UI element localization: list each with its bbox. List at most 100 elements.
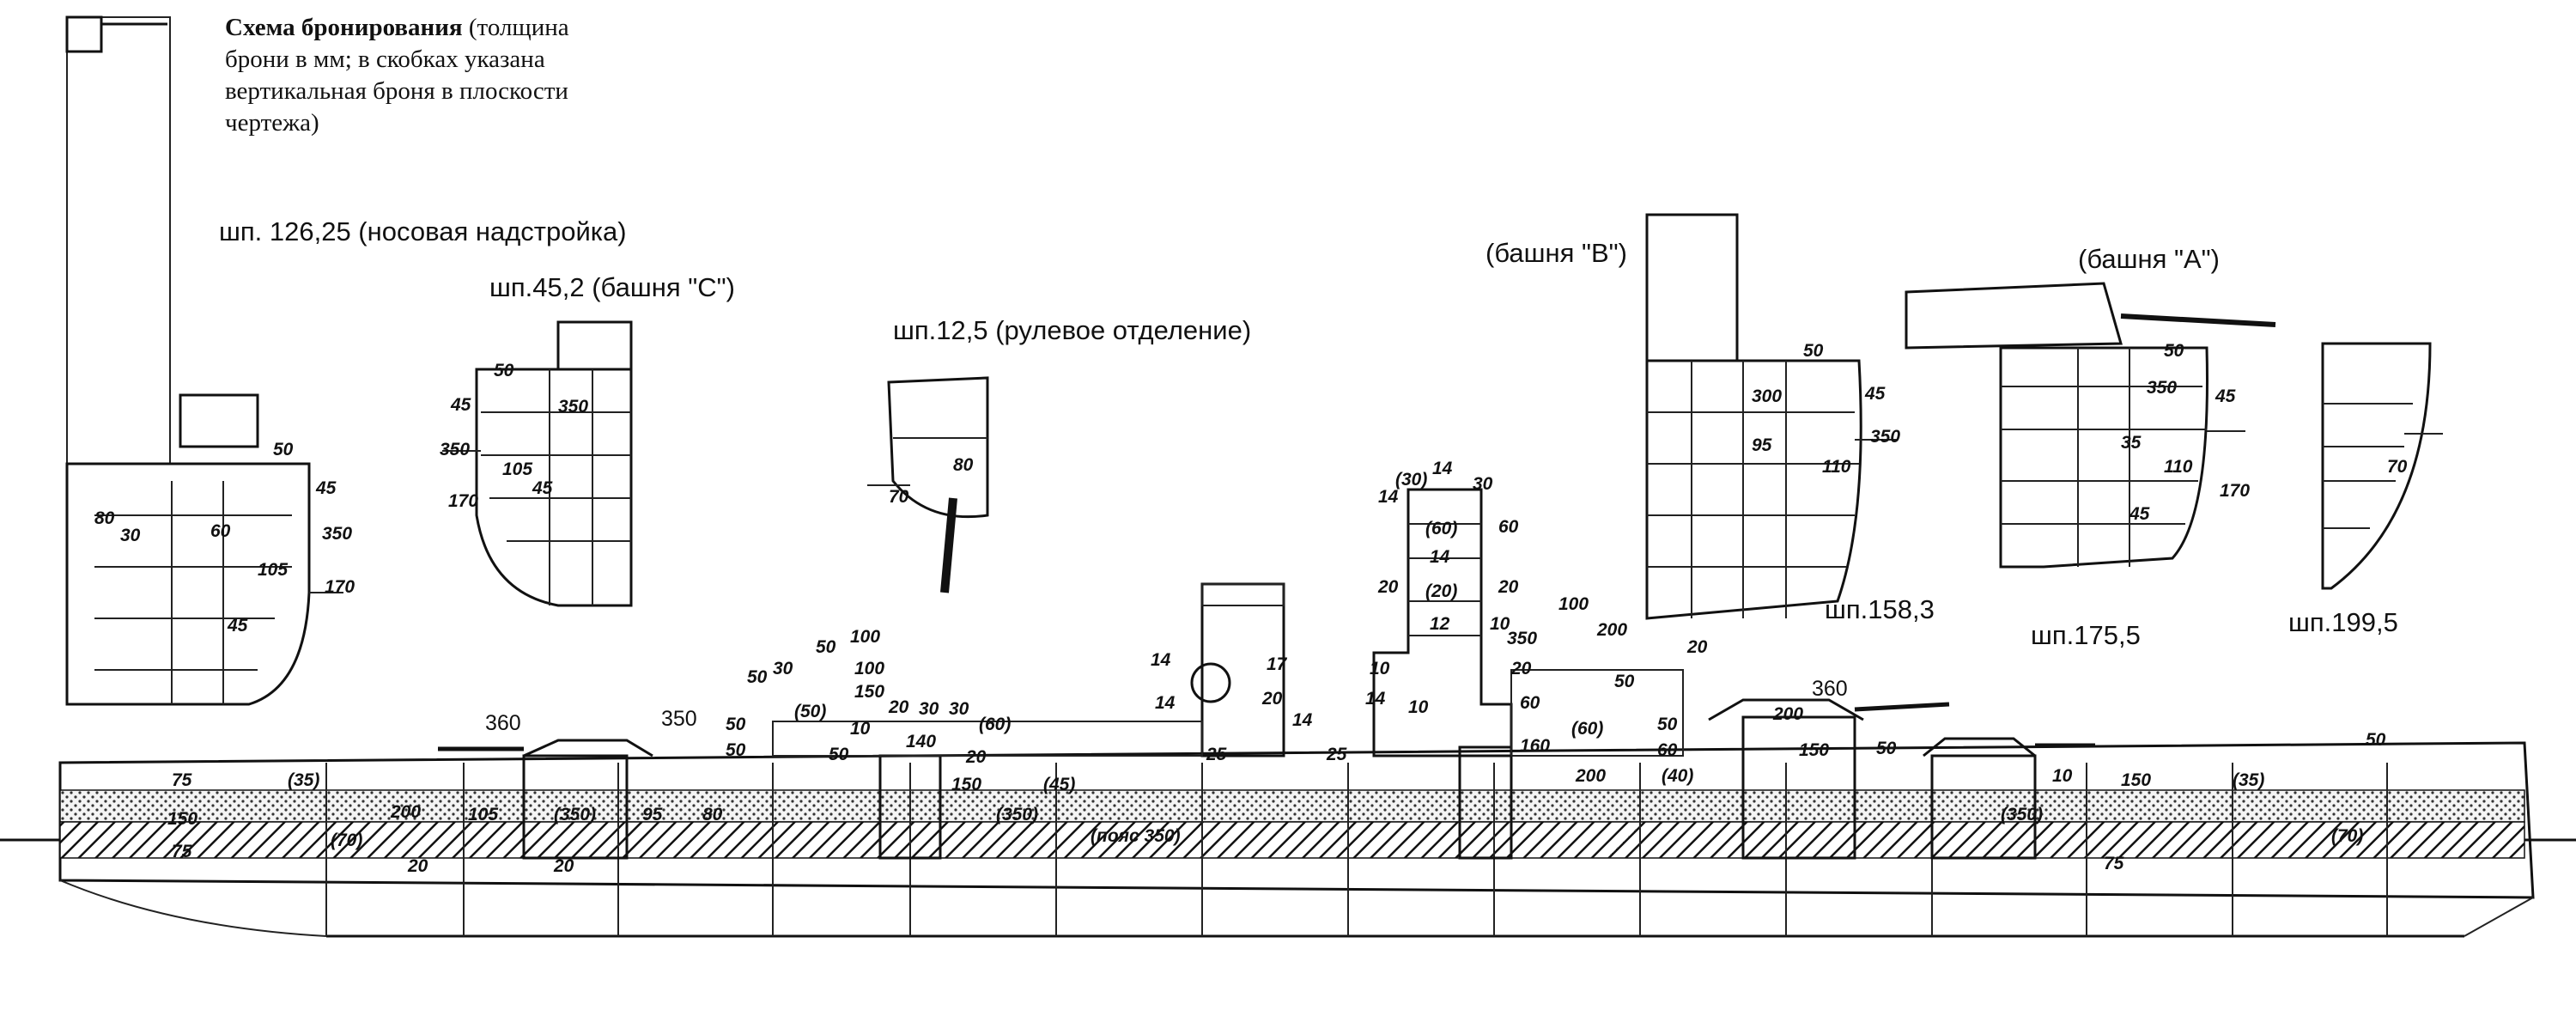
hull-label: 150 xyxy=(951,775,981,794)
s2-armor-label: 45 xyxy=(450,395,471,415)
hull-label: 350 xyxy=(661,707,697,731)
aft-label: 50 xyxy=(816,637,836,657)
tower-label: 60 xyxy=(1498,517,1519,537)
bow-hull-inner xyxy=(94,481,292,704)
turret-b-hull xyxy=(1645,359,1862,620)
s5-armor-label: 110 xyxy=(2164,457,2193,477)
s1-armor-label: 170 xyxy=(325,577,355,597)
hull-label: 105 xyxy=(468,805,498,824)
s5-armor-label: 50 xyxy=(2164,341,2184,361)
s1-armor-label: 45 xyxy=(315,478,337,498)
s5-armor-label: 45 xyxy=(2129,504,2150,524)
turret-a-gunhouse xyxy=(1905,282,2123,350)
tower-label: 200 xyxy=(1596,620,1627,640)
hull-label: (35) xyxy=(288,770,319,790)
section-bow-superstructure: шп. 126,25 (носовая надстройка) 50 45 35… xyxy=(65,15,627,706)
stern-hull-section xyxy=(2321,342,2432,590)
aft-label: (50) xyxy=(794,702,826,721)
hull-label: 75 xyxy=(172,842,192,861)
turret-a-inner xyxy=(2001,348,2207,567)
tower-label: 14 xyxy=(1365,689,1386,709)
s3-armor-label: 70 xyxy=(889,487,909,507)
mast-top xyxy=(65,15,103,53)
section-turret-b: (башня "B") шп.158,3 50 300 45 350 95 11… xyxy=(1485,213,1935,624)
turret-a-barrel xyxy=(2120,313,2276,327)
turret-c-label: шп.45,2 (башня "C") xyxy=(489,272,735,302)
mast-structure xyxy=(66,16,171,465)
caption-title: Схема бронирования xyxy=(225,14,463,41)
hull-label: 360 xyxy=(485,711,521,735)
hull-label: 25 xyxy=(1326,745,1347,764)
hull-label: 200 xyxy=(1575,766,1606,786)
s2-armor-label: 170 xyxy=(448,491,478,511)
hull-label: 95 xyxy=(642,805,663,824)
s4-armor-label: 300 xyxy=(1752,386,1782,406)
barbette-c xyxy=(522,754,629,860)
hull-label: 25 xyxy=(1206,745,1227,764)
tower-label: (30) xyxy=(1395,470,1427,490)
tower-label: 14 xyxy=(1430,547,1450,567)
turret-b-label: (башня "B") xyxy=(1485,238,1627,268)
hull-label: 20 xyxy=(553,856,574,876)
hull-label: 200 xyxy=(1772,704,1803,724)
aft-label: 20 xyxy=(965,747,987,767)
s3-armor-label: 80 xyxy=(953,455,974,475)
s2-armor-label: 45 xyxy=(532,478,553,498)
armor-belt-hatched xyxy=(59,821,2525,859)
tower-label: 20 xyxy=(1686,637,1708,657)
hull-label: (пояс 350) xyxy=(1091,826,1181,846)
s1-armor-label: 350 xyxy=(322,524,352,544)
hull-label: 10 xyxy=(2052,766,2073,786)
hull-label: 80 xyxy=(702,805,723,824)
turret-a-top xyxy=(1923,737,2036,758)
hull-label: (35) xyxy=(2233,770,2264,790)
stern-frame: шп.199,5 xyxy=(2288,607,2398,637)
tower-label: 100 xyxy=(1558,594,1589,614)
section-frame-199: шп.199,5 70 xyxy=(2288,342,2443,637)
hull-label: 160 xyxy=(1520,736,1550,756)
stern-hull-inner xyxy=(2323,403,2413,529)
tower-label: 30 xyxy=(1473,474,1493,494)
tower-label: (20) xyxy=(1425,581,1457,601)
s4-armor-label: 350 xyxy=(1870,427,1900,447)
tower-label: 14 xyxy=(1378,487,1399,507)
hull-label: (350) xyxy=(996,805,1038,824)
hull-label: 20 xyxy=(407,856,428,876)
tower-label: 12 xyxy=(1430,614,1450,634)
turret-c-head xyxy=(556,320,633,371)
tower-label: (60) xyxy=(1425,519,1457,538)
steering-hull xyxy=(887,376,989,519)
turret-a-label: (башня "A") xyxy=(2078,244,2220,274)
turret-b-inner xyxy=(1647,361,1859,618)
hull-label: (40) xyxy=(1662,766,1693,786)
aft-label: 100 xyxy=(850,627,880,647)
hull-label: 150 xyxy=(167,809,197,829)
section-steering: шп.12,5 (рулевое отделение) 80 70 xyxy=(867,315,1251,593)
s1-armor-label: 50 xyxy=(273,440,294,459)
s4-armor-label: 50 xyxy=(1803,341,1824,361)
aft-label: 30 xyxy=(919,699,939,719)
s1-armor-label: 80 xyxy=(94,508,115,528)
tower-label: 14 xyxy=(1432,459,1453,478)
tower-label: 60 xyxy=(1520,693,1540,713)
aft-label: 50 xyxy=(726,715,746,734)
aft-label: 50 xyxy=(829,745,849,764)
steering-label: шп.12,5 (рулевое отделение) xyxy=(893,315,1251,345)
aft-label: 14 xyxy=(1155,693,1176,713)
hull-label: 200 xyxy=(390,802,421,822)
turret-c-inner xyxy=(481,369,631,605)
tower-label: 10 xyxy=(1370,659,1390,678)
tower-label: 20 xyxy=(1377,577,1399,597)
hull-label: 360 xyxy=(1812,677,1848,701)
aft-label: 150 xyxy=(854,682,884,702)
s1-armor-label: 60 xyxy=(210,521,231,541)
hull-label: 150 xyxy=(2121,770,2151,790)
s4-armor-label: 110 xyxy=(1822,457,1851,477)
hull-label: 50 xyxy=(2366,730,2386,750)
hull-label: 75 xyxy=(2104,854,2124,873)
tower-label: 60 xyxy=(1657,740,1678,760)
hull-profile: 75 150 75 (35) (70) 200 360 350 360 (поя… xyxy=(0,459,2576,938)
s5-armor-label: 170 xyxy=(2220,481,2250,501)
tower-label: 20 xyxy=(1498,577,1519,597)
